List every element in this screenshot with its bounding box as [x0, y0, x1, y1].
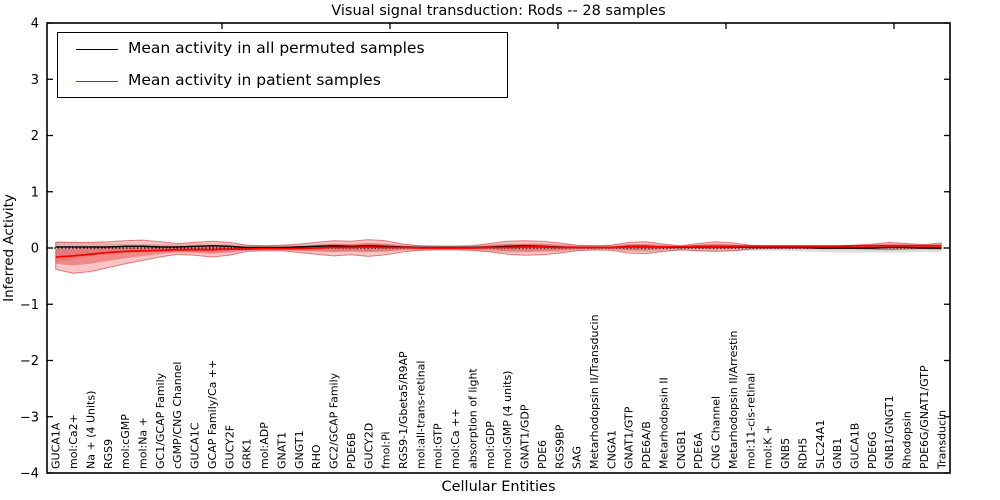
x-category-label: PDE6G [866, 431, 879, 469]
x-category-label: mol:Ca ++ [449, 408, 462, 469]
legend-item-permuted: Mean activity in all permuted samples [58, 34, 507, 65]
permuted-line-swatch [76, 48, 118, 50]
x-category-label: CNGA1 [605, 430, 618, 469]
legend-label-patient: Mean activity in patient samples [128, 71, 381, 90]
x-category-label: GUCA1B [849, 423, 862, 469]
x-category-label: PDE6A [692, 432, 705, 469]
x-category-label: Transducin [935, 410, 948, 470]
x-category-label: mol:GDP [484, 421, 497, 469]
x-category-label: cGMP/CNG Channel [171, 362, 184, 470]
x-category-label: CNGB1 [675, 430, 688, 469]
x-category-label: mol:K + [762, 425, 775, 469]
x-category-label: GNAT1/GDP [519, 404, 532, 469]
x-category-label: RGS9 [102, 439, 115, 469]
x-category-label: mol:GTP [432, 423, 445, 469]
y-tick-label: −4 [20, 467, 39, 482]
x-category-label: Metarhodopsin II [658, 377, 671, 469]
x-category-label: mol:ADP [258, 422, 271, 469]
x-category-label: mol:Ca2+ [67, 414, 80, 469]
x-category-label: GNB1/GNGT1 [883, 395, 896, 469]
x-category-label: mol:GMP (4 units) [501, 371, 514, 469]
x-axis-label: Cellular Entities [441, 479, 556, 495]
patient-mean-line [55, 244, 942, 258]
y-tick-label: −3 [20, 410, 39, 425]
chart-title: Visual signal transduction: Rods -- 28 s… [331, 3, 666, 19]
y-tick-label: 4 [31, 17, 39, 32]
x-category-label: RGS9BP [553, 424, 566, 469]
x-category-label: GNAT1/GTP [623, 406, 636, 469]
x-category-label: GUCY2F [223, 425, 236, 469]
y-tick-label: 2 [31, 129, 39, 144]
y-tick-label: 3 [31, 73, 39, 88]
x-category-label: CNG Channel [710, 396, 723, 469]
x-category-label: GNAT1 [275, 432, 288, 469]
x-category-label: GNB1 [831, 438, 844, 469]
x-category-label: mol:Na + [137, 417, 150, 469]
x-category-label: Metarhodopsin II/Transducin [588, 314, 601, 469]
x-category-label: mol:cGMP [119, 414, 132, 469]
x-category-label: RDH5 [796, 438, 809, 469]
x-category-label: Metarhodopsin II/Arrestin [727, 331, 740, 469]
x-category-label: PDE6B [345, 432, 358, 469]
x-category-label: PDE6 [536, 440, 549, 469]
x-category-label: GNB5 [779, 438, 792, 469]
y-tick-label: −1 [20, 298, 39, 313]
x-category-label: mol:11-cis-retinal [744, 373, 757, 469]
x-category-label: GC1/GCAP Family [154, 372, 167, 469]
x-category-label: mol:all-trans-retinal [414, 361, 427, 469]
x-category-label: GUCA1C [189, 422, 202, 469]
patient-line-swatch [76, 80, 118, 82]
y-tick-label: 1 [31, 185, 39, 200]
x-category-label: GRK1 [241, 439, 254, 469]
x-category-label: RHO [310, 444, 323, 469]
x-category-label: PDE6G/GNAT1/GTP [918, 365, 931, 469]
x-category-label: fmol:Pi [380, 431, 393, 469]
legend-box: Mean activity in all permuted samples Me… [57, 32, 508, 98]
x-category-label: GUCA1A [50, 422, 63, 469]
y-tick-label: −2 [20, 354, 39, 369]
x-category-label: Na + (4 Units) [84, 391, 97, 469]
legend-item-patient: Mean activity in patient samples [58, 66, 507, 97]
y-axis-label: Inferred Activity [1, 194, 17, 302]
x-category-label: GNGT1 [293, 430, 306, 469]
legend-label-permuted: Mean activity in all permuted samples [128, 39, 425, 58]
x-category-label: absorption of light [467, 368, 480, 469]
x-category-label: SLC24A1 [814, 420, 827, 469]
x-category-label: GUCY2D [362, 423, 375, 469]
y-tick-label: 0 [31, 242, 39, 257]
x-category-label: RGS9-1/Gbeta5/R9AP [397, 351, 410, 469]
x-category-label: GCAP Family/Ca ++ [206, 360, 219, 469]
x-category-label: SAG [571, 446, 584, 469]
x-category-label: PDE6A/B [640, 421, 653, 469]
x-category-label: Rhodopsin [901, 411, 914, 469]
x-category-label: GC2/GCAP Family [328, 372, 341, 469]
